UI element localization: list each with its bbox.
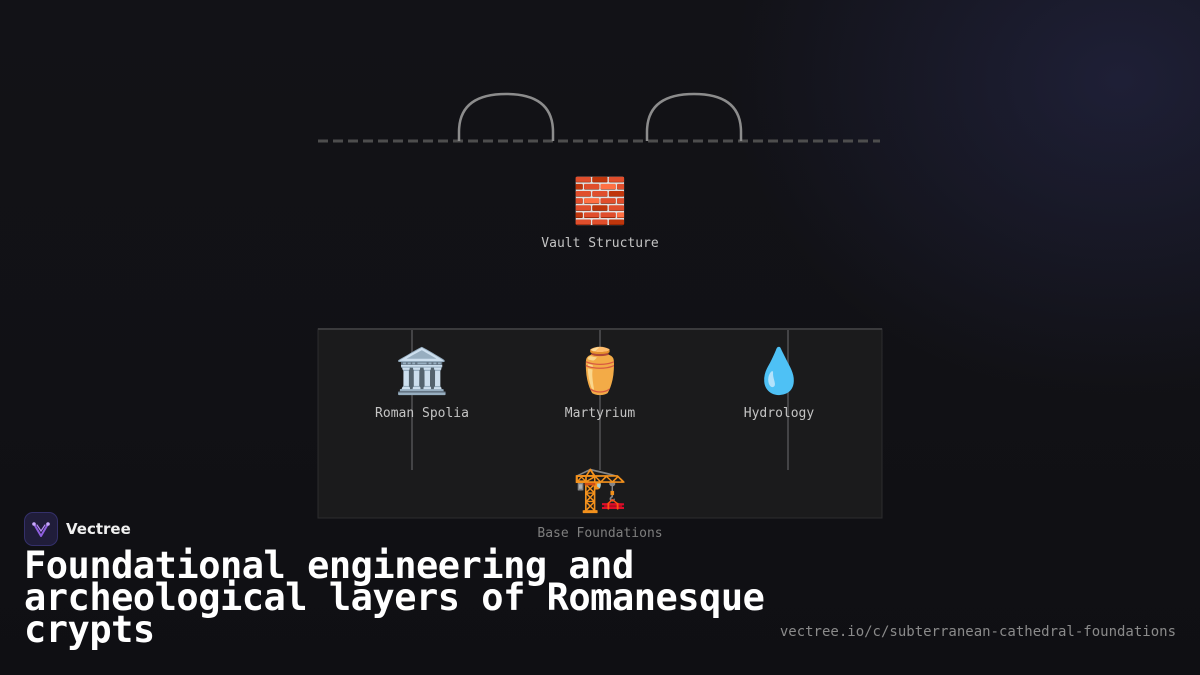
node-label: Vault Structure — [541, 236, 659, 251]
construction-crane-icon: 🏗️ — [572, 464, 628, 515]
source-url[interactable]: vectree.io/c/subterranean-cathedral-foun… — [779, 624, 1176, 640]
node-vault-structure: 🧱 Vault Structure — [541, 176, 658, 251]
node-label: Martyrium — [564, 406, 636, 421]
vectree-logo-icon — [24, 512, 58, 546]
vault-arch-right — [645, 92, 743, 141]
node-hydrology: 💧 Hydrology — [744, 346, 814, 421]
node-label: Roman Spolia — [375, 406, 469, 421]
vault-arch-left — [457, 92, 555, 141]
water-droplet-icon: 💧 — [751, 346, 807, 397]
node-roman-spolia: 🏛️ Roman Spolia — [375, 346, 469, 421]
base-foundations-label: Base Foundations — [537, 526, 663, 541]
classical-building-icon: 🏛️ — [394, 346, 450, 397]
node-martyrium: ⚱️ Martyrium — [565, 346, 635, 421]
brand[interactable]: Vectree — [24, 512, 131, 546]
brand-name: Vectree — [66, 520, 131, 538]
brick-icon: 🧱 — [572, 176, 628, 227]
amphora-icon: ⚱️ — [572, 346, 628, 397]
page-title: Foundational engineering and archeologic… — [24, 544, 765, 651]
node-label: Hydrology — [743, 406, 815, 421]
node-base-foundations: 🏗️ — [573, 464, 628, 516]
